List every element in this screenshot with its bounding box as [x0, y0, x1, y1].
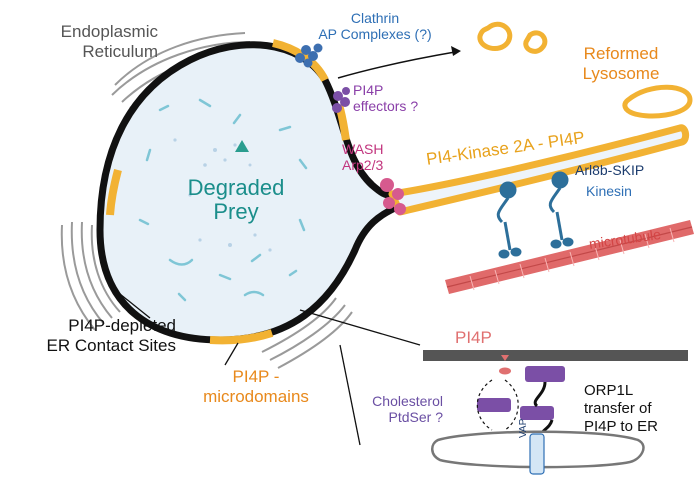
degraded-prey-dots	[173, 138, 272, 252]
degraded-prey-debris	[138, 98, 308, 302]
degraded-prey-label: Degraded Prey	[187, 175, 285, 225]
reformation-arrow	[337, 46, 461, 79]
er-left	[60, 221, 121, 331]
vap-label: VAP	[518, 418, 529, 438]
lysosome	[96, 41, 690, 344]
cholesterol-label: Cholesterol PtdSer ?	[372, 393, 443, 426]
leader-lines	[114, 289, 421, 446]
prey-triangle	[235, 140, 249, 152]
reformed-lysosome-label: Reformed Lysosome	[582, 44, 660, 83]
pi4p-effectors-label: PI4P effectors ?	[353, 82, 419, 115]
lysosome-tubule	[388, 124, 690, 216]
er-bottom	[261, 297, 353, 369]
er-label: Endoplasmic Reticulum	[60, 22, 158, 61]
kinesin-label: Kinesin	[586, 183, 632, 199]
wash-label: WASH Arp2/3	[342, 141, 384, 174]
clathrin-complex	[295, 43, 323, 68]
pi4p-depleted-label: PI4P-depleted ER Contact Sites	[46, 316, 176, 355]
kinesin-motor-2	[548, 171, 574, 249]
inset-contact-site	[423, 350, 688, 475]
kinesin-motor-1	[496, 181, 522, 259]
pi4p-inset-label: PI4P	[455, 328, 492, 347]
microtubule	[445, 220, 694, 294]
reformed-lysosomes	[477, 21, 693, 119]
wash-complex	[380, 178, 406, 215]
pi4p-effector-complex	[332, 87, 350, 113]
clathrin-label: Clathrin AP Complexes (?)	[318, 10, 432, 43]
orp1l-label: ORP1L transfer of PI4P to ER	[584, 382, 658, 435]
lysosome-membrane	[96, 41, 408, 344]
arl8b-label: Arl8b-SKIP	[575, 162, 645, 178]
pi4p-microdomains-label: PI4P - microdomains	[203, 367, 309, 406]
